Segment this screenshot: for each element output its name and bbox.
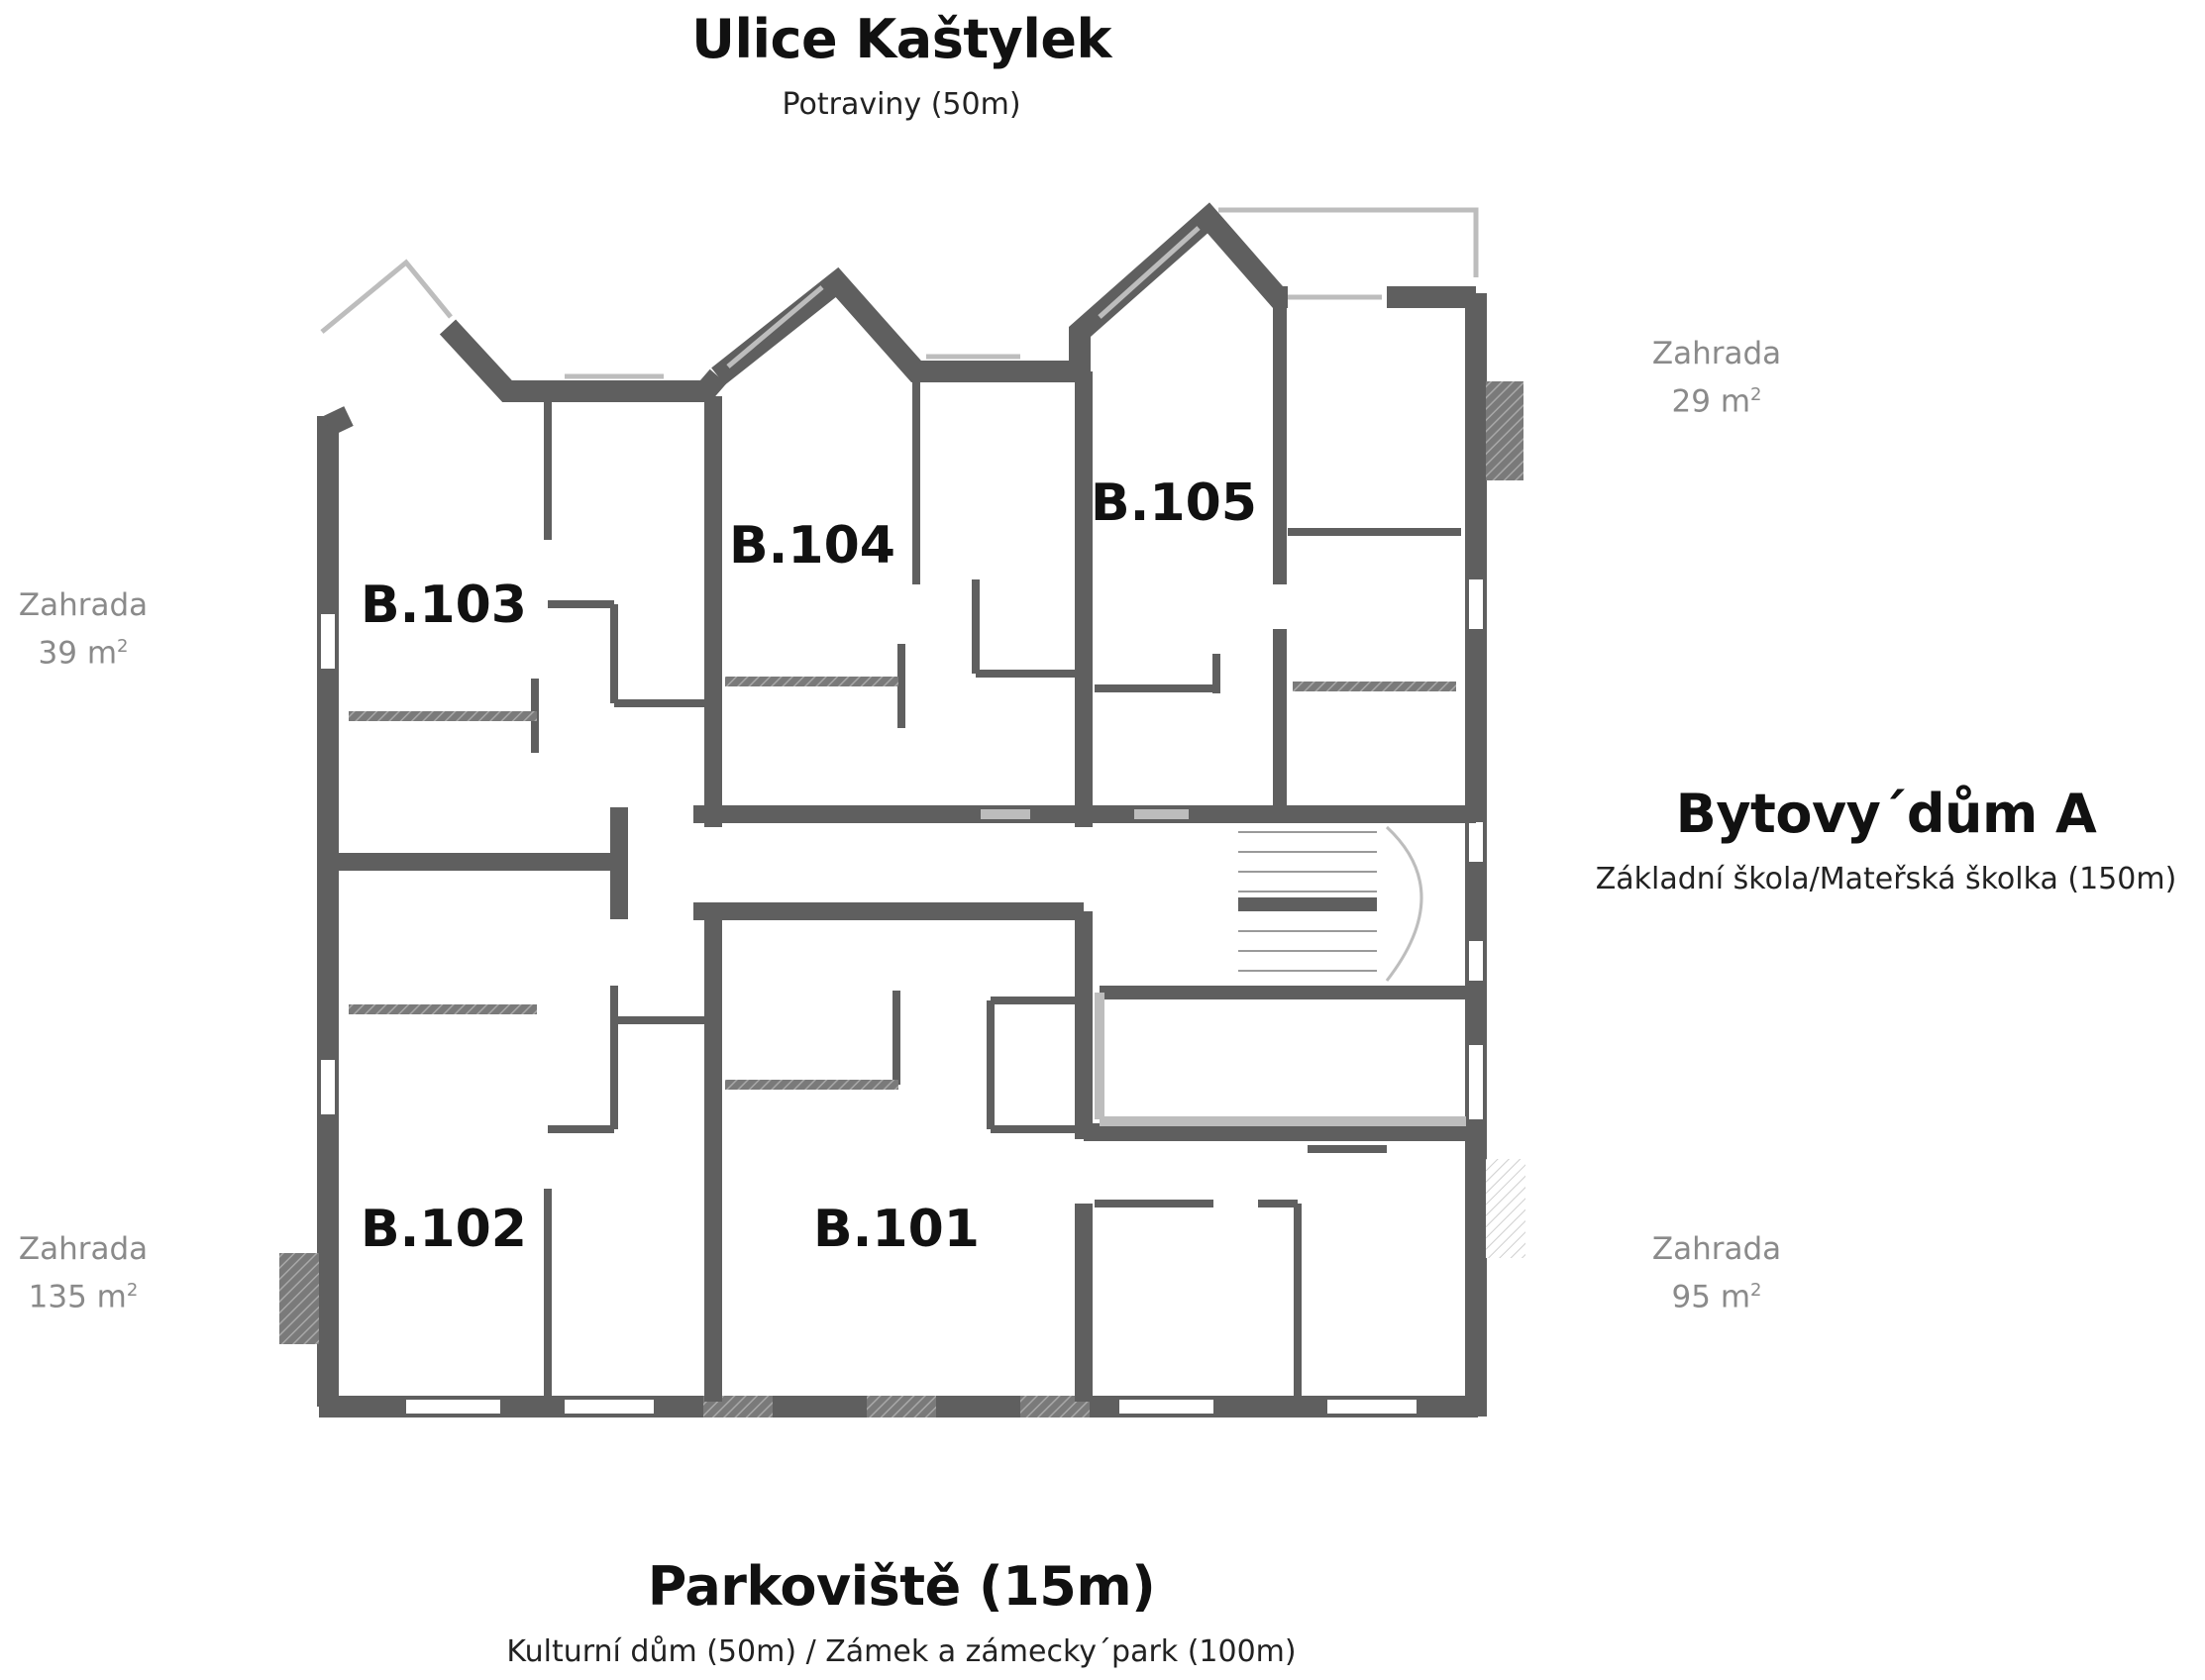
garden-name: Zahrada (1651, 336, 1782, 371)
terrace-east (1486, 1159, 1525, 1258)
unit-label-b103: B.103 (361, 576, 527, 635)
street-bottom-title: Parkoviště (15m) (647, 1555, 1156, 1618)
bay-glass-2 (726, 285, 824, 368)
balcony-glass (1218, 207, 1479, 277)
street-top-subtitle: Potraviny (50m) (782, 87, 1021, 122)
garden-area-unit: 2 (1750, 384, 1762, 405)
garden-name: Zahrada (18, 1231, 149, 1267)
wardrobe-b103 (349, 711, 537, 721)
garden-area-unit: 2 (117, 636, 129, 657)
glass-partitions (981, 809, 1466, 1126)
wall-north-2 (439, 319, 727, 402)
garden-name: Zahrada (1651, 1231, 1782, 1267)
garden-area: 135 m (28, 1279, 127, 1315)
building-right-subtitle: Základní škola/Mateřská školka (150m) (1595, 862, 2177, 896)
building-right-title: Bytovy´dům A (1675, 783, 2097, 845)
chimney-west (279, 1253, 319, 1344)
chimney-east (1486, 381, 1523, 480)
hatched-facade-segments (703, 1396, 1090, 1418)
staircase (1238, 825, 1423, 982)
wardrobe-b105 (1293, 682, 1456, 691)
garden-label-se: Zahrada 95 m2 (1652, 1228, 1781, 1317)
unit-label-b104: B.104 (729, 516, 895, 576)
garden-label-ne: Zahrada 29 m2 (1652, 333, 1781, 422)
garden-area: 39 m (38, 635, 118, 672)
stair-curve (1385, 825, 1423, 982)
garden-name: Zahrada (18, 587, 149, 623)
garden-label-sw: Zahrada 135 m2 (19, 1228, 148, 1317)
hatch-south-3 (1020, 1396, 1090, 1418)
wall-north-4 (1069, 202, 1288, 371)
windows (320, 207, 1483, 1414)
garden-area-unit: 2 (1750, 1280, 1762, 1301)
garden-area-unit: 2 (126, 1280, 139, 1301)
garden-area: 95 m (1671, 1279, 1751, 1315)
garden-area: 29 m (1671, 383, 1751, 420)
wardrobes (349, 677, 1456, 1090)
bay-glass-3 (1098, 226, 1201, 319)
hatch-south-2 (867, 1396, 936, 1418)
wall-north-1 (323, 406, 354, 436)
street-bottom-subtitle: Kulturní dům (50m) / Zámek a zámecky´par… (506, 1634, 1297, 1669)
bay-glass-1 (320, 259, 453, 334)
unit-label-b102: B.102 (361, 1200, 527, 1259)
wardrobe-b101 (725, 1080, 898, 1090)
wardrobe-b104 (725, 677, 898, 686)
unit-label-b105: B.105 (1091, 473, 1257, 533)
stair-landing (1238, 897, 1377, 911)
wardrobe-b102 (349, 1004, 537, 1014)
garden-label-w: Zahrada 39 m2 (19, 584, 148, 674)
wall-north-3 (711, 266, 1080, 385)
street-top-title: Ulice Kaštylek (691, 8, 1111, 70)
unit-label-b101: B.101 (813, 1200, 980, 1259)
interior-walls (337, 307, 1476, 1402)
